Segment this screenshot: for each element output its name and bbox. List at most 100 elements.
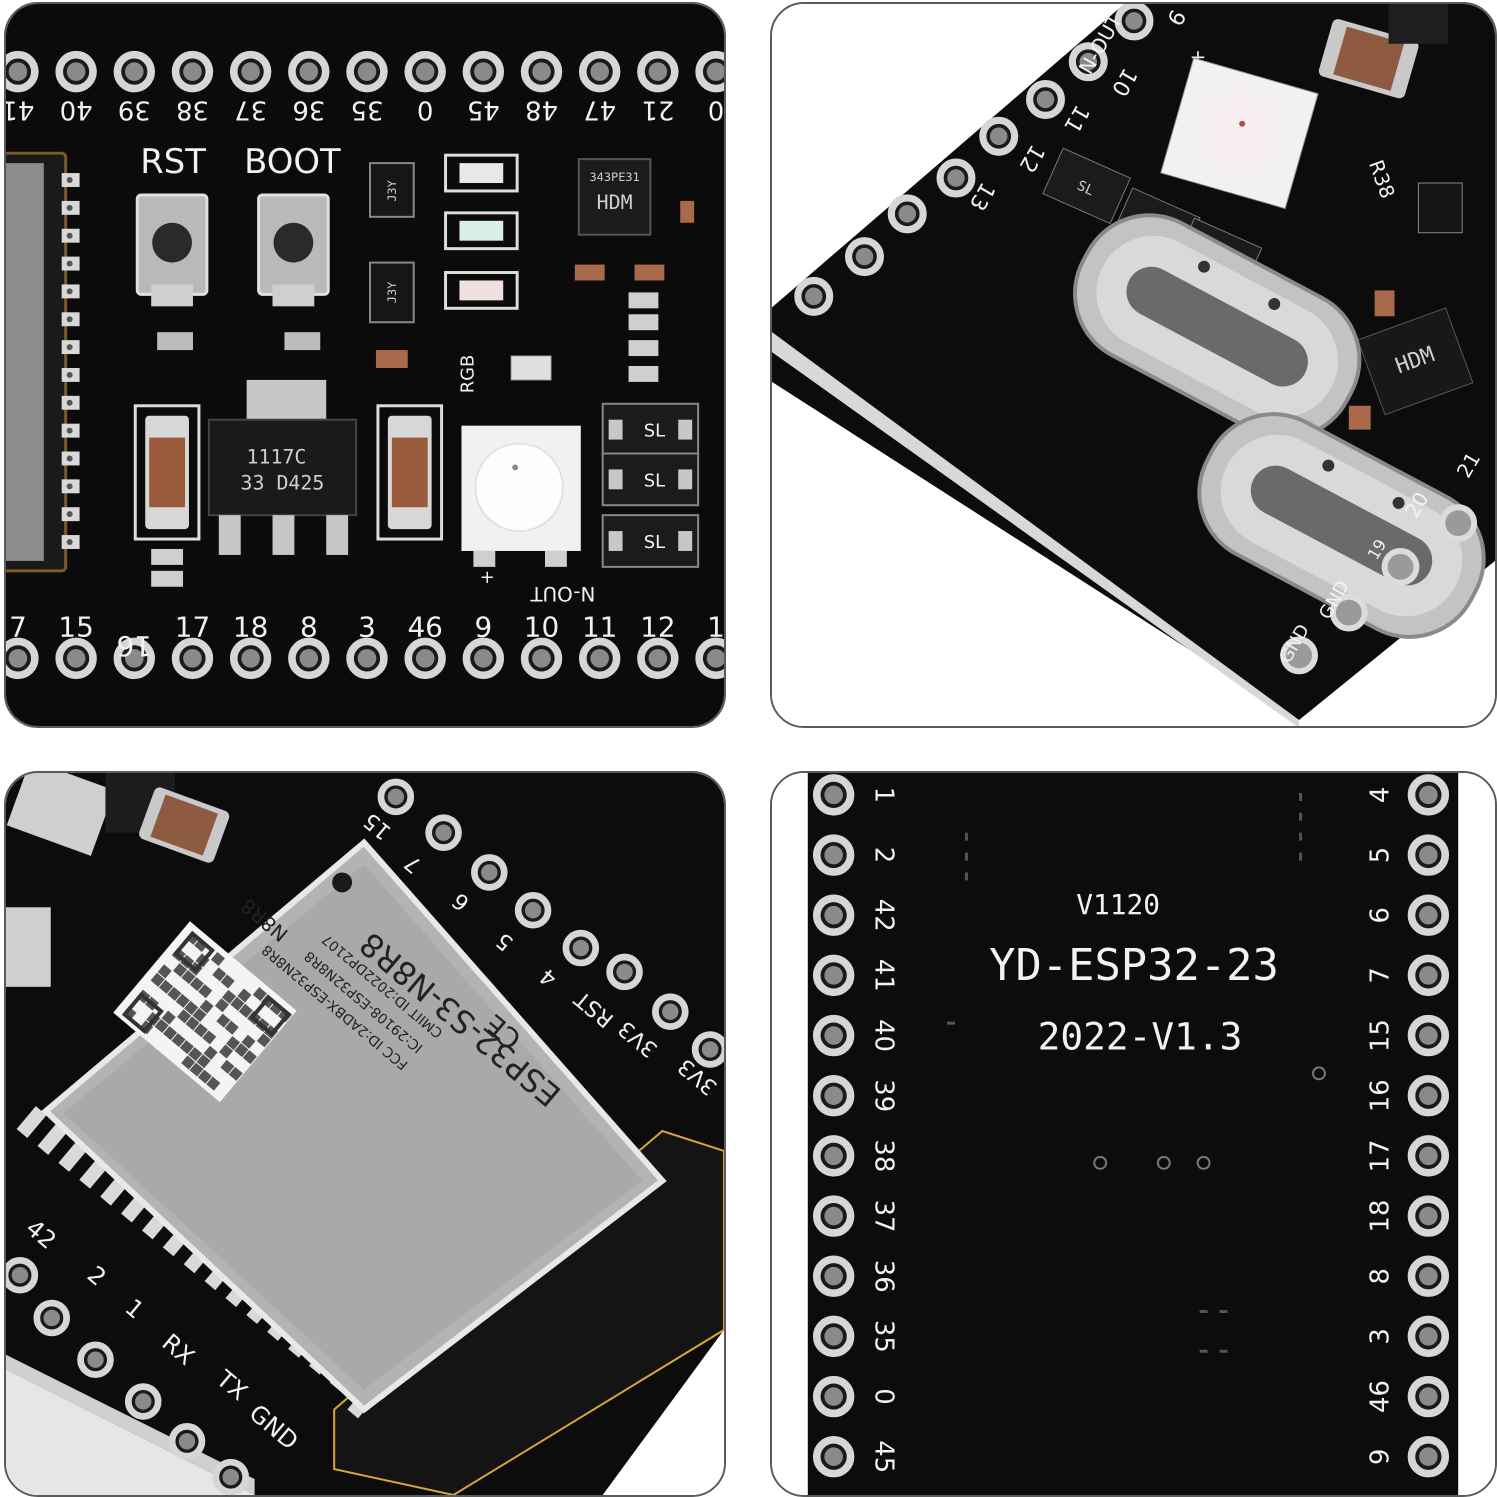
board-top-view: 414039383736350454847210 715161718834691… [6, 4, 724, 726]
esp32-module-closeup: N8R8 CMIIT ID:2022DP2107 IC:29108-ESP32N… [6, 773, 724, 1495]
left-pin-label: 0 [868, 1388, 898, 1404]
left-pin-pad [812, 834, 855, 876]
left-pin-pad [812, 1375, 855, 1418]
right-pin-pad [1407, 894, 1450, 936]
left-pin-pad [33, 1299, 71, 1337]
top-pin-label: 40 [60, 94, 93, 124]
right-pin-label: 8 [1366, 1268, 1396, 1284]
top-pin-pad [171, 50, 214, 93]
in-out-label: N-OUT [530, 582, 596, 605]
top-pin-pad [288, 50, 330, 93]
left-pin-pad [6, 1256, 39, 1294]
bottom-pin-pad [55, 637, 97, 680]
top-pin-label: 47 [583, 94, 616, 124]
capacitor-right [376, 404, 444, 541]
right-pin-pad [1407, 954, 1450, 997]
right-pin-label: 17 [1366, 1139, 1396, 1172]
version-small: V1120 [1076, 888, 1160, 921]
pin-row-pads [794, 4, 1154, 316]
transistor-2: J3Y [368, 261, 415, 324]
rst-button[interactable] [135, 193, 209, 307]
top-pin-label: 0 [417, 94, 433, 124]
top-pin-pad [695, 50, 724, 93]
pin-pad [794, 276, 834, 316]
top-pin-label: 21 [641, 94, 674, 124]
small-smd-parts [151, 200, 695, 587]
top-pin-pad [462, 50, 505, 93]
rst-label: RST [140, 142, 206, 181]
left-pin-pad [124, 1383, 162, 1420]
left-pin-pad [812, 774, 855, 816]
right-pin-pad [1407, 1014, 1450, 1057]
board-name: YD-ESP32-23 [989, 940, 1279, 991]
sl-diode: SL [601, 402, 700, 457]
right-pin-pad [1407, 1075, 1450, 1117]
bottom-pin-label: 8 [300, 610, 318, 643]
top-pin-label: 37 [234, 94, 267, 124]
left-pin-pad [812, 1135, 855, 1177]
left-pin-pads [6, 1256, 250, 1495]
bottom-pin-pad [695, 637, 724, 680]
left-pin-pad [812, 1315, 855, 1358]
bottom-pin-label: 11 [582, 610, 617, 643]
left-pin-pad [812, 1255, 855, 1297]
left-pin-label: 41 [868, 959, 898, 992]
usb-c-port-1[interactable] [1050, 191, 1383, 463]
right-pin-pad [1407, 774, 1450, 816]
bottom-pin-label: 9 [474, 610, 492, 643]
left-pin-pad [812, 1014, 855, 1057]
ic-chip: 343PE31 HDM [577, 158, 652, 236]
capacitor-left [133, 404, 201, 541]
esp-module-edge [6, 151, 80, 573]
left-pin-label: 42 [868, 899, 898, 932]
bottom-pin-label: 17 [175, 610, 210, 643]
pin-pad [1114, 4, 1154, 41]
top-pin-label: 41 [6, 94, 34, 124]
right-pin-pad [471, 854, 508, 891]
left-pin-label: 40 [868, 1019, 898, 1052]
top-pin-pad [637, 50, 679, 93]
right-pin-pad [1407, 1375, 1450, 1418]
capacitor-3 [139, 787, 230, 863]
ic-label-line2: HDM [597, 191, 633, 214]
photo-panel-bottom-left: N8R8 CMIIT ID:2022DP2107 IC:29108-ESP32N… [4, 771, 726, 1497]
bottom-pin-label: 12 [640, 610, 675, 643]
top-pin-pad [113, 50, 155, 93]
left-pin-pad [812, 954, 855, 997]
bottom-pin-label: 46 [407, 610, 442, 643]
top-pin-label: 0 [708, 94, 724, 124]
bottom-pin-pad [346, 637, 388, 680]
left-pin-label: 2 [868, 847, 898, 863]
pin-pad [887, 194, 927, 234]
left-pin-pad [212, 1458, 250, 1495]
pin-pad [936, 158, 976, 198]
status-leds [444, 153, 519, 310]
photo-panel-top-left: 414039383736350454847210 715161718834691… [4, 2, 726, 728]
top-pin-pad [346, 50, 388, 93]
left-pin-pad [77, 1341, 114, 1379]
top-pin-pad [55, 50, 97, 93]
regulator-line2: 33 D425 [241, 471, 325, 494]
bottom-pin-pad [520, 637, 563, 680]
top-pin-pad [520, 50, 563, 93]
pin-pad [1068, 42, 1108, 82]
boot-button[interactable] [257, 193, 330, 307]
bottom-pin-pad [404, 637, 446, 680]
sl-diode-label: SL [644, 421, 665, 442]
bottom-pin-label: 16 [117, 629, 152, 662]
bottom-pin-label: 1 [707, 610, 724, 643]
top-pin-label: 48 [525, 94, 558, 124]
right-pin-label: 6 [1366, 907, 1396, 923]
bottom-pin-label: 15 [58, 610, 93, 643]
sl-diode-label: SL [644, 470, 665, 491]
right-pin-pad [652, 993, 689, 1030]
left-pin-pad [812, 1075, 855, 1117]
esp32-module: N8R8 CMIIT ID:2022DP2107 IC:29108-ESP32N… [41, 838, 667, 1414]
right-pin-pads [377, 778, 724, 1068]
